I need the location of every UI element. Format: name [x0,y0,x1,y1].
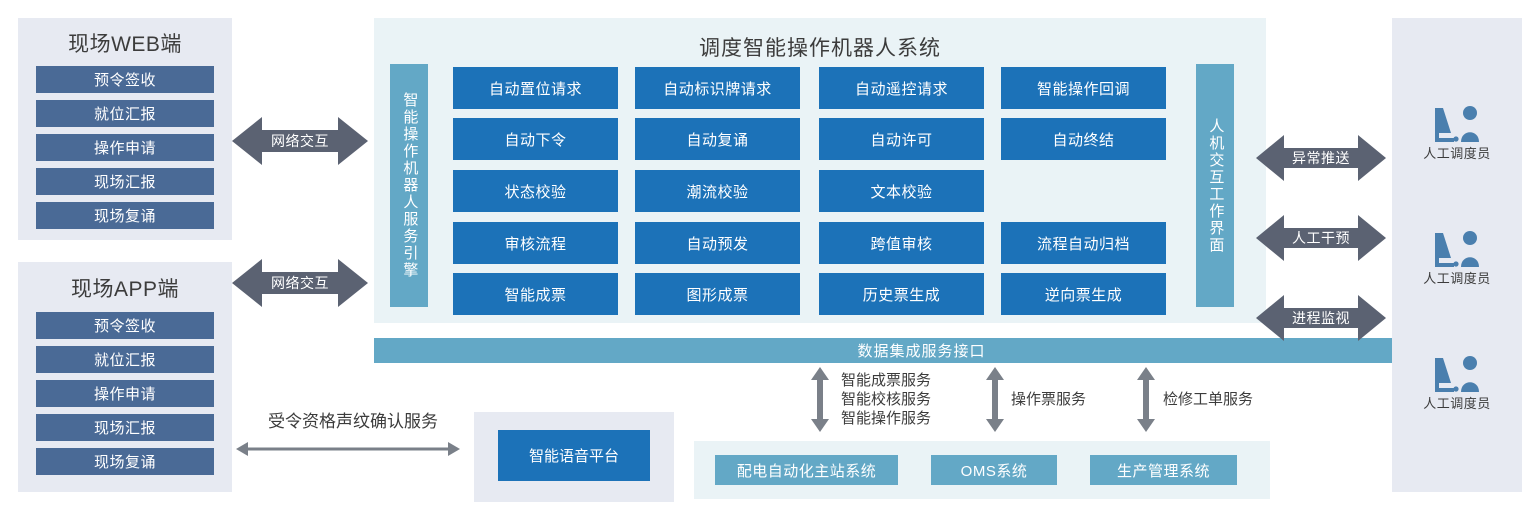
web-client-item-2[interactable]: 操作申请 [36,134,214,161]
app-client-item-4[interactable]: 现场复诵 [36,448,214,475]
web-client-item-1[interactable]: 就位汇报 [36,100,214,127]
vertical-double-arrow-icon [811,367,829,432]
operator-console-icon [1435,231,1479,267]
operator-label-0: 人工调度员 [1423,146,1491,161]
app-client-item-0[interactable]: 预令签收 [36,312,214,339]
fn-box-1-1[interactable]: 自动复诵 [635,118,800,160]
vertical-double-arrow-icon [986,367,1004,432]
operator-arrow-1: 人工干预 [1256,212,1386,264]
robot-system-title: 调度智能操作机器人系统 [699,37,941,60]
fn-box-3-0[interactable]: 审核流程 [453,222,618,264]
data-integration-bar: 数据集成服务接口 [374,338,1469,363]
network-arrow-web: 网络交互 [232,113,368,169]
hmi-workbench-bar: 人机交互工作界面 [1196,64,1234,307]
fn-box-2-1[interactable]: 潮流校验 [635,170,800,212]
fn-box-0-0[interactable]: 自动置位请求 [453,67,618,109]
app-client-item-2[interactable]: 操作申请 [36,380,214,407]
operator-arrow-0: 异常推送 [1256,132,1386,184]
fn-box-4-2[interactable]: 历史票生成 [819,273,984,315]
fn-box-1-2[interactable]: 自动许可 [819,118,984,160]
operator-item-0[interactable]: 人工调度员 [1392,106,1522,162]
operator-console-icon [1435,356,1479,392]
web-client-panel: 现场WEB端 预令签收 就位汇报 操作申请 现场汇报 现场复诵 [18,18,232,240]
double-arrow-icon [1256,215,1386,261]
service-flow-arrow-2 [985,367,1005,432]
fn-box-4-1[interactable]: 图形成票 [635,273,800,315]
fn-box-3-1[interactable]: 自动预发 [635,222,800,264]
operators-panel: 人工调度员 人工调度员 人工调度员 [1392,18,1522,492]
app-client-title: 现场APP端 [70,278,180,301]
fn-box-3-2[interactable]: 跨值审核 [819,222,984,264]
operator-item-2[interactable]: 人工调度员 [1392,356,1522,412]
operator-label-2: 人工调度员 [1423,396,1491,411]
service-flow-arrow-3 [1136,367,1156,432]
operator-item-1[interactable]: 人工调度员 [1392,231,1522,287]
fn-box-4-3[interactable]: 逆向票生成 [1001,273,1166,315]
double-arrow-icon [232,117,368,165]
operator-console-icon [1435,106,1479,142]
fn-box-2-0[interactable]: 状态校验 [453,170,618,212]
service-flow-arrow-1 [810,367,830,432]
voiceprint-arrow-icon [236,442,460,456]
network-arrow-app: 网络交互 [232,255,368,311]
double-arrow-icon [1256,295,1386,341]
vertical-double-arrow-icon [1137,367,1155,432]
app-client-item-1[interactable]: 就位汇报 [36,346,214,373]
fn-box-4-0[interactable]: 智能成票 [453,273,618,315]
service-flow-label-1: 智能成票服务 智能校核服务 智能操作服务 [841,372,932,427]
web-client-item-3[interactable]: 现场汇报 [36,168,214,195]
operator-label-1: 人工调度员 [1423,271,1491,286]
fn-box-3-3[interactable]: 流程自动归档 [1001,222,1166,264]
external-system-2[interactable]: 生产管理系统 [1090,455,1237,485]
web-client-item-0[interactable]: 预令签收 [36,66,214,93]
external-system-0[interactable]: 配电自动化主站系统 [715,455,898,485]
external-system-1[interactable]: OMS系统 [931,455,1057,485]
voiceprint-service-label: 受令资格声纹确认服务 [268,412,438,431]
double-arrow-icon [1256,135,1386,181]
web-client-title: 现场WEB端 [68,33,182,56]
fn-box-0-3[interactable]: 智能操作回调 [1001,67,1166,109]
fn-box-0-1[interactable]: 自动标识牌请求 [635,67,800,109]
service-flow-label-3: 检修工单服务 [1163,391,1254,408]
robot-service-engine-bar: 智能操作机器人服务引擎 [390,64,428,307]
fn-box-0-2[interactable]: 自动遥控请求 [819,67,984,109]
fn-box-2-2[interactable]: 文本校验 [819,170,984,212]
app-client-item-3[interactable]: 现场汇报 [36,414,214,441]
operator-arrow-2: 进程监视 [1256,292,1386,344]
voice-platform-box[interactable]: 智能语音平台 [498,430,650,481]
app-client-panel: 现场APP端 预令签收 就位汇报 操作申请 现场汇报 现场复诵 [18,262,232,492]
fn-box-1-3[interactable]: 自动终结 [1001,118,1166,160]
double-arrow-icon [232,259,368,307]
web-client-item-4[interactable]: 现场复诵 [36,202,214,229]
service-flow-label-2: 操作票服务 [1011,391,1087,408]
fn-box-1-0[interactable]: 自动下令 [453,118,618,160]
